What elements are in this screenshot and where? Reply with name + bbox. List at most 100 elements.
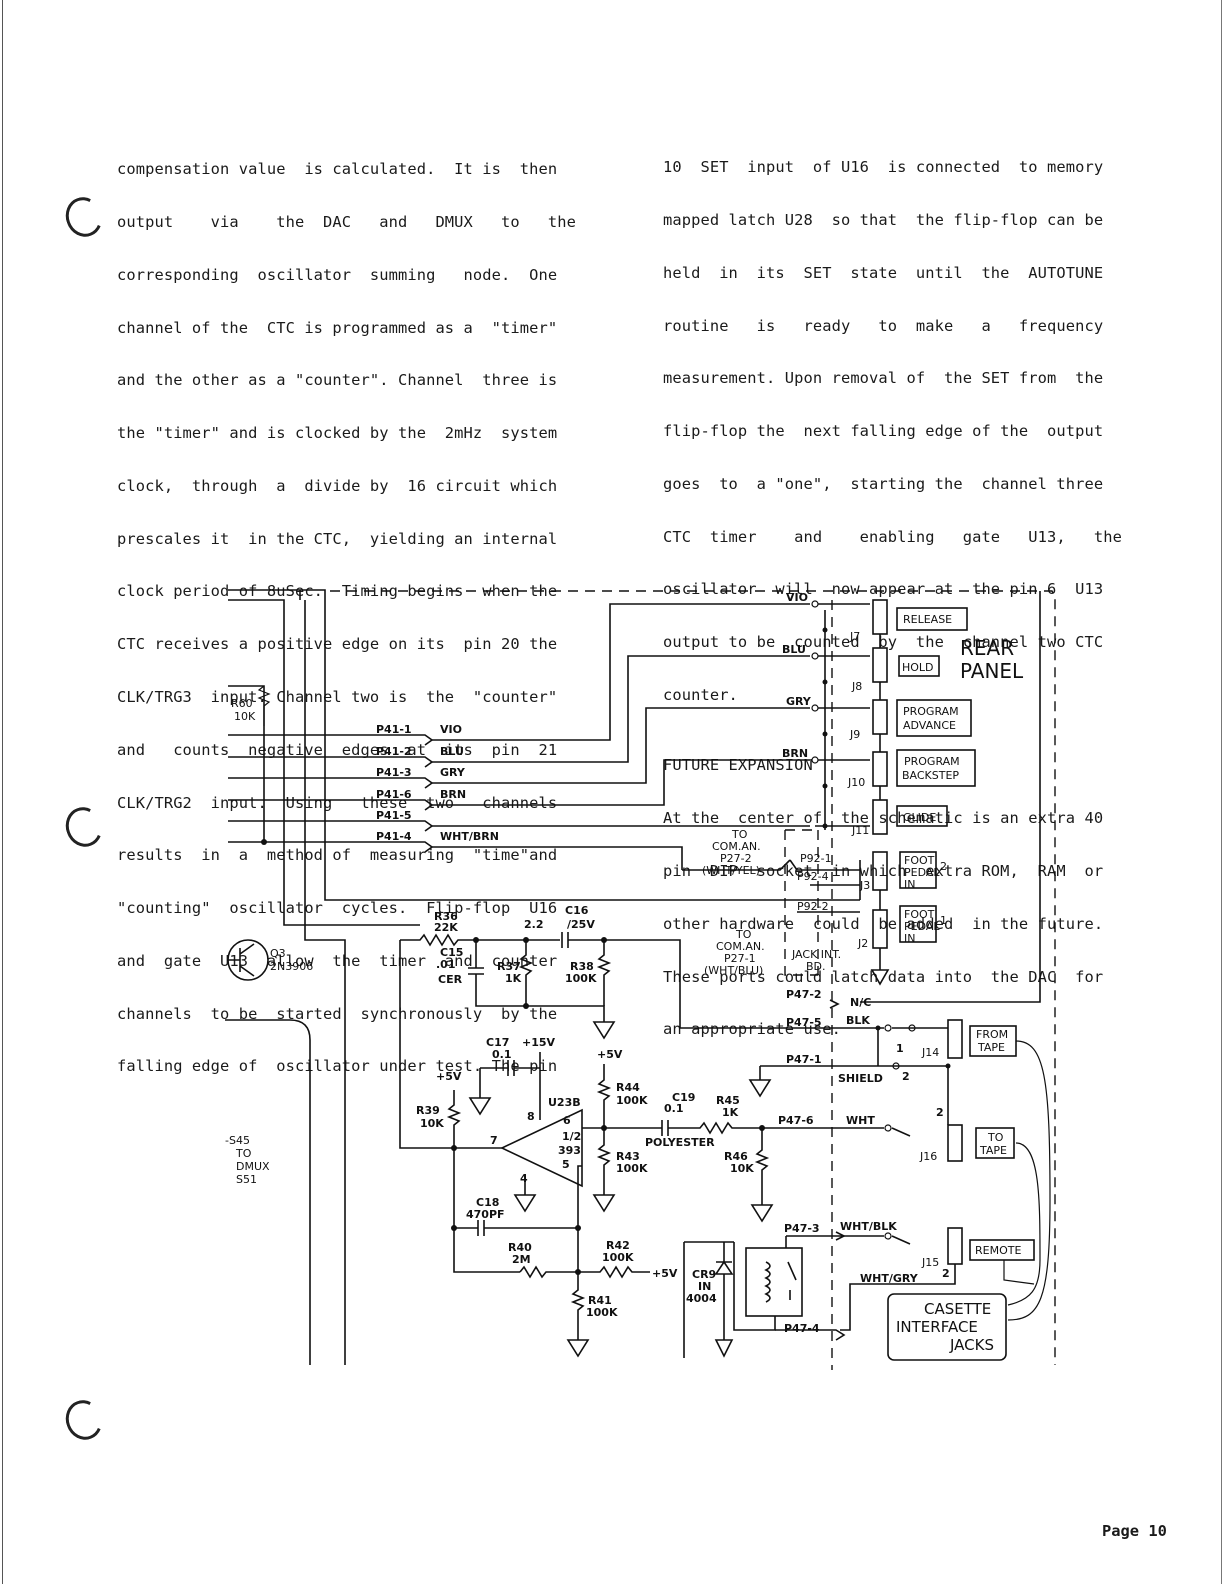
program-backstep-line2: BACKSTEP [902, 769, 959, 782]
from-tape-line1: FROM [976, 1028, 1008, 1041]
wire-wht-gry-label: WHT/GRY [860, 1272, 919, 1285]
p41-6-label: P41-6 [376, 788, 412, 801]
r45-value: 1K [722, 1106, 739, 1119]
text-line: These ports could latch data into the DA… [663, 967, 1104, 986]
foot-pedal-section: J3 J2 P92-1 P92-4 P92-2 FOOT PEDAL IN 2 … [682, 828, 947, 986]
r39-supply: +5V [436, 1070, 462, 1083]
dmux-line1: -S45 [225, 1134, 250, 1147]
r39-value: 10K [420, 1117, 444, 1130]
text-line: the "timer" and is clocked by the 2mHz s… [117, 424, 558, 443]
text-line: flip-flop the next falling edge of the o… [663, 422, 1104, 441]
text-line: CLK/TRG2 input. Using these two channels [117, 793, 558, 812]
foot1-line2: PEDAL [904, 920, 940, 933]
text-line: channels to be started synchronously by … [117, 1004, 558, 1023]
hold-label: HOLD [902, 661, 934, 674]
r40-value: 2M [512, 1253, 531, 1266]
program-backstep-line1: PROGRAM [904, 755, 960, 768]
dmux-line3: DMUX [236, 1160, 270, 1173]
foot2-line3: IN [904, 878, 915, 891]
rear-title-line1: REAR [960, 636, 1014, 660]
foot2-line1: FOOT [904, 854, 935, 867]
shield-pin-1: 1 [896, 1042, 904, 1055]
comparator-u23b: C17 0.1 +15V U23B 1/2 393 7 8 6 4 5 +5V … [399, 940, 678, 1358]
j15-pin: 2 [942, 1267, 950, 1280]
q3-value: 2N3906 [270, 960, 313, 973]
wire-brn-label: BRN [440, 788, 466, 801]
p41-harness: P41-1 P41-2 P41-3 P41-6 P41-5 P41-4 VIO … [228, 603, 810, 870]
text-line: compensation value is calculated. It is … [117, 160, 558, 179]
page-edge-left [2, 0, 3, 1584]
p41-5-label: P41-5 [376, 809, 412, 822]
r45-label: R45 [716, 1094, 740, 1107]
wire-wht-brn-label: WHT/BRN [440, 830, 499, 843]
dmux-line4: S51 [236, 1173, 257, 1186]
r43-label: R43 [616, 1150, 640, 1163]
jack-j9: J9 [849, 728, 860, 741]
r41-value: 100K [586, 1306, 618, 1319]
jack-j10: J10 [847, 776, 865, 789]
lower-return-wires [859, 591, 1041, 1003]
wire-gry-label: GRY [440, 766, 466, 779]
p47-2-label: P47-2 [786, 988, 822, 1001]
p41-4-label: P41-4 [376, 830, 412, 843]
c15-label: C15 [440, 946, 463, 959]
text-line: channel of the CTC is programmed as a "t… [117, 318, 558, 337]
p47-1-label: P47-1 [786, 1053, 822, 1066]
polyester-label: POLYESTER [645, 1136, 715, 1149]
relay-cr9: CR9 IN 4004 [683, 1236, 803, 1358]
foot2-line2: PEDAL [904, 866, 940, 879]
c15-type: CER [438, 973, 463, 986]
c16-label: C16 [565, 904, 589, 917]
rear-panel-boundary [330, 590, 1056, 1370]
r44-value: 100K [616, 1094, 648, 1107]
r46-value: 10K [730, 1162, 754, 1175]
dmux-line2: TO [235, 1147, 252, 1160]
wire-brn-b: BRN [782, 747, 808, 760]
wire-blk-label: BLK [846, 1014, 870, 1027]
r44-supply: +5V [597, 1048, 623, 1061]
com-an-top-line3: P27-2 [720, 852, 752, 865]
cr9-in: IN [698, 1280, 711, 1293]
dmux-note: -S45 TO DMUX S51 [225, 1134, 270, 1186]
pin-4: 4 [520, 1172, 528, 1185]
text-line: clock, through a divide by 16 circuit wh… [117, 476, 558, 495]
transistor-q3: Q3 2N3906 [227, 939, 313, 981]
jack-j16: J16 [919, 1150, 937, 1163]
text-line: counter. [663, 686, 738, 704]
text-line: falling edge of oscillator under test. T… [117, 1057, 558, 1076]
c19-value: 0.1 [664, 1102, 684, 1115]
jack-j8: J8 [851, 680, 862, 693]
c16-rating: /25V [567, 918, 595, 931]
foot1-number: 1 [940, 914, 947, 927]
r42-supply: +5V [652, 1267, 678, 1280]
jack-j15: J15 [921, 1256, 939, 1269]
com-an-bot-line3: P27-1 [724, 952, 756, 965]
p41-3-label: P41-3 [376, 766, 412, 779]
jack-j7: J7 [849, 630, 860, 643]
pin-7: 7 [490, 1134, 498, 1147]
com-an-top-line1: TO [731, 828, 748, 841]
r42-label: R42 [606, 1239, 630, 1252]
text-line: output to be counted by the channel two … [663, 633, 1104, 652]
r60-label: R60 [231, 697, 253, 710]
r41-label: R41 [588, 1294, 612, 1307]
text-line: measurement. Upon removal of the SET fro… [663, 369, 1104, 388]
jack-j11: J11 [851, 824, 869, 837]
com-an-bot-line4: (WHT/BLU) [704, 964, 763, 977]
jack-int-line1: JACK INT. [791, 948, 841, 961]
cr9-value: 4004 [686, 1292, 717, 1305]
left-text-column: compensation value is calculated. It is … [117, 126, 632, 1094]
c16-value: 2.2 [524, 918, 544, 931]
com-an-bot-line1: TO [735, 928, 752, 941]
wire-gry-b: GRY [786, 695, 812, 708]
c15-value: .01 [436, 958, 456, 971]
pin-5: 5 [562, 1158, 570, 1171]
p47-5-label: P47-5 [786, 1016, 822, 1029]
r37-value: 1K [505, 972, 522, 985]
c17-value: 0.1 [492, 1048, 512, 1061]
p47-4-label: P47-4 [784, 1322, 820, 1335]
page-edge-right [1221, 0, 1222, 1584]
u23b-label: U23B [548, 1096, 581, 1109]
r43-value: 100K [616, 1162, 648, 1175]
c18-value: 470PF [466, 1208, 505, 1221]
